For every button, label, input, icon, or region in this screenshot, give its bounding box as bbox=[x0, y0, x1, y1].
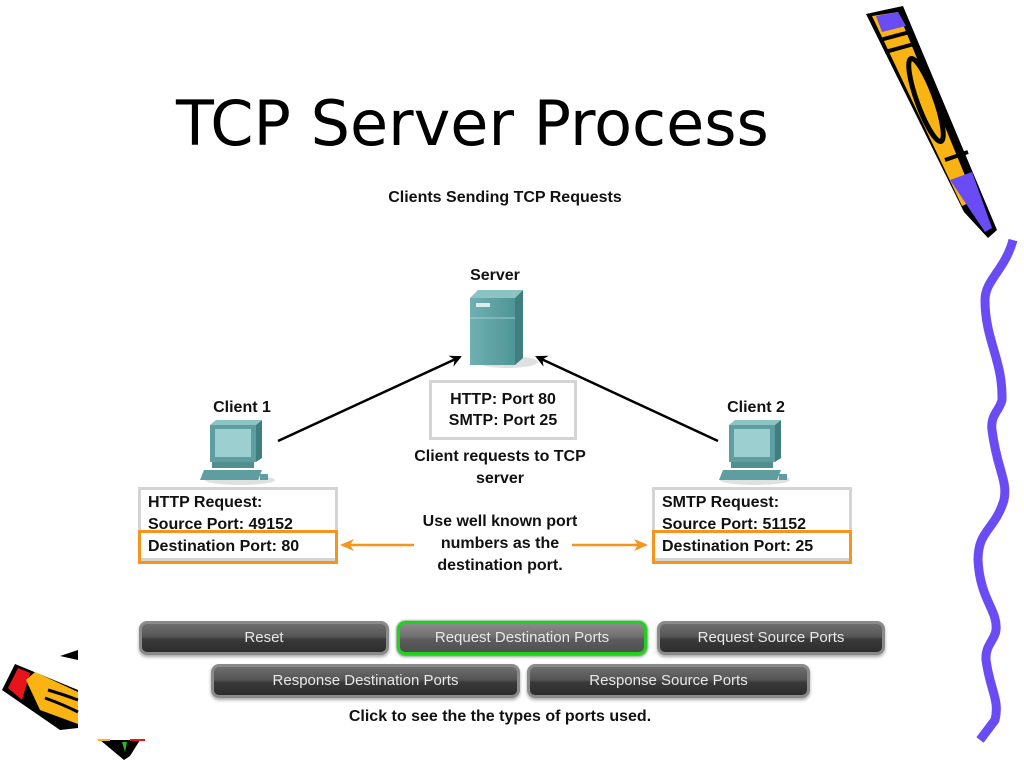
client-requests-note: Client requests to TCP server bbox=[414, 448, 586, 487]
client-1-request-box: HTTP Request: Source Port: 49152 Destina… bbox=[138, 487, 338, 564]
client1-to-server-arrow bbox=[277, 355, 462, 443]
destination-port-highlight: Destination Port: 80 bbox=[138, 530, 338, 564]
client-1-computer-icon bbox=[200, 420, 275, 485]
source-port: Source Port: 49152 bbox=[148, 516, 293, 533]
slide-title: TCP Server Process bbox=[176, 87, 769, 160]
destination-port: Destination Port: 25 bbox=[662, 538, 814, 555]
client-2-label: Client 2 bbox=[727, 399, 785, 416]
pencil-decoration-icon bbox=[2, 650, 145, 760]
server-port-http: HTTP: Port 80 bbox=[450, 391, 556, 408]
instruction-note: Click to see the the types of ports used… bbox=[348, 708, 652, 725]
server-ports-box: HTTP: Port 80 SMTP: Port 25 bbox=[429, 380, 577, 440]
destination-port: Destination Port: 80 bbox=[148, 538, 300, 555]
request-destination-ports-button[interactable]: Request Destination Ports bbox=[397, 621, 647, 655]
request-source-ports-button[interactable]: Request Source Ports bbox=[657, 621, 885, 655]
destination-port-highlight: Destination Port: 25 bbox=[652, 530, 852, 564]
request-type: HTTP Request: bbox=[148, 494, 263, 511]
client-1-label: Client 1 bbox=[213, 399, 271, 416]
diagram-heading: Clients Sending TCP Requests bbox=[388, 189, 622, 206]
client2-to-server-arrow bbox=[535, 355, 719, 443]
response-source-ports-button[interactable]: Response Source Ports bbox=[527, 664, 810, 698]
server-icon bbox=[470, 290, 538, 368]
reset-button[interactable]: Reset bbox=[139, 621, 389, 655]
client-2-request-box: SMTP Request: Source Port: 51152 Destina… bbox=[652, 487, 852, 564]
source-port: Source Port: 51152 bbox=[662, 516, 807, 533]
server-label: Server bbox=[470, 267, 520, 284]
response-destination-ports-button[interactable]: Response Destination Ports bbox=[211, 664, 520, 698]
pen-decoration-icon bbox=[866, 6, 997, 238]
wavy-line-decoration bbox=[973, 238, 1018, 743]
server-port-smtp: SMTP: Port 25 bbox=[448, 412, 558, 429]
request-type: SMTP Request: bbox=[662, 494, 780, 511]
well-known-ports-note: Use well known port numbers as the desti… bbox=[422, 513, 578, 574]
client-2-computer-icon bbox=[719, 420, 790, 485]
